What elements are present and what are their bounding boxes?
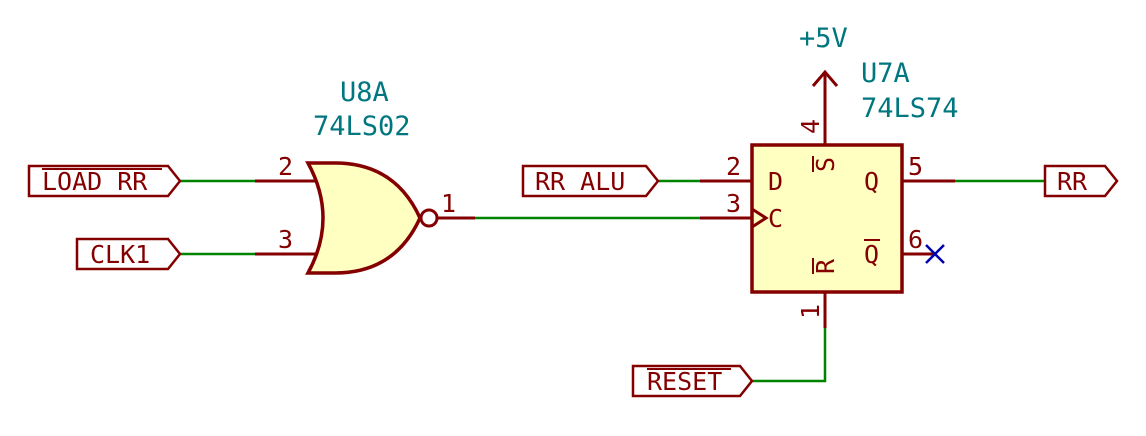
label-load-rr[interactable]: LOAD_RR xyxy=(27,164,182,198)
u7a-body xyxy=(750,143,904,294)
label-rr-alu-flag xyxy=(521,164,660,198)
power-5v-symbol[interactable]: +5V xyxy=(799,23,848,87)
u7a-pin-name-d: D xyxy=(768,167,783,196)
u7a-pin1-number: 1 xyxy=(796,304,825,319)
u7a-pin-name-q: Q xyxy=(864,167,879,196)
wires xyxy=(180,179,1045,383)
u7a-pin-name-qbar: Q xyxy=(864,240,879,269)
label-reset-text: RESET xyxy=(647,367,722,396)
wire-reset xyxy=(752,328,827,383)
label-clk1-flag xyxy=(75,237,182,271)
label-rr[interactable]: RR xyxy=(1043,164,1119,198)
u7a-pin-name-r: R xyxy=(811,258,840,274)
label-load-rr-flag xyxy=(27,164,182,198)
u8a-value: 74LS02 xyxy=(313,111,411,142)
label-rr-flag xyxy=(1043,164,1119,198)
u8a-nor-gate[interactable]: U8A 74LS02 2 3 1 xyxy=(255,77,475,275)
u7a-pin2-number: 2 xyxy=(726,152,741,181)
u7a-clock-triangle xyxy=(751,207,769,229)
label-load-rr-text: LOAD_RR xyxy=(42,167,148,196)
u8a-pin1-number: 1 xyxy=(441,189,456,218)
label-clk1-text: CLK1 xyxy=(90,240,150,269)
u7a-pin5-number: 5 xyxy=(908,152,923,181)
u8a-pin2-number: 2 xyxy=(278,152,293,181)
power-5v-label: +5V xyxy=(799,23,848,54)
label-rr-text: RR xyxy=(1057,167,1088,196)
u7a-pin6-number: 6 xyxy=(908,225,923,254)
no-connect-marker-icon xyxy=(925,244,945,264)
u7a-pin-name-s: S xyxy=(811,157,840,172)
u7a-value: 74LS74 xyxy=(861,93,959,124)
u7a-pin-name-c: C xyxy=(768,204,783,233)
power-arrow-icon xyxy=(811,69,839,87)
label-rr-alu[interactable]: RR_ALU xyxy=(521,164,660,198)
u8a-reference: U8A xyxy=(340,77,389,108)
label-rr-alu-text: RR_ALU xyxy=(535,167,625,196)
u8a-nor-body xyxy=(305,161,422,275)
label-reset[interactable]: RESET xyxy=(631,364,754,398)
u7a-flip-flop[interactable]: D C Q Q S R 2 3 5 6 4 1 U7A 74LS74 xyxy=(700,58,959,328)
u7a-reference: U7A xyxy=(861,58,910,89)
label-clk1[interactable]: CLK1 xyxy=(75,237,182,271)
u8a-pin3-number: 3 xyxy=(278,225,293,254)
label-reset-flag xyxy=(631,364,754,398)
u8a-output-bubble xyxy=(419,208,439,228)
u7a-pin4-number: 4 xyxy=(796,119,825,134)
u7a-pin3-number: 3 xyxy=(726,189,741,218)
